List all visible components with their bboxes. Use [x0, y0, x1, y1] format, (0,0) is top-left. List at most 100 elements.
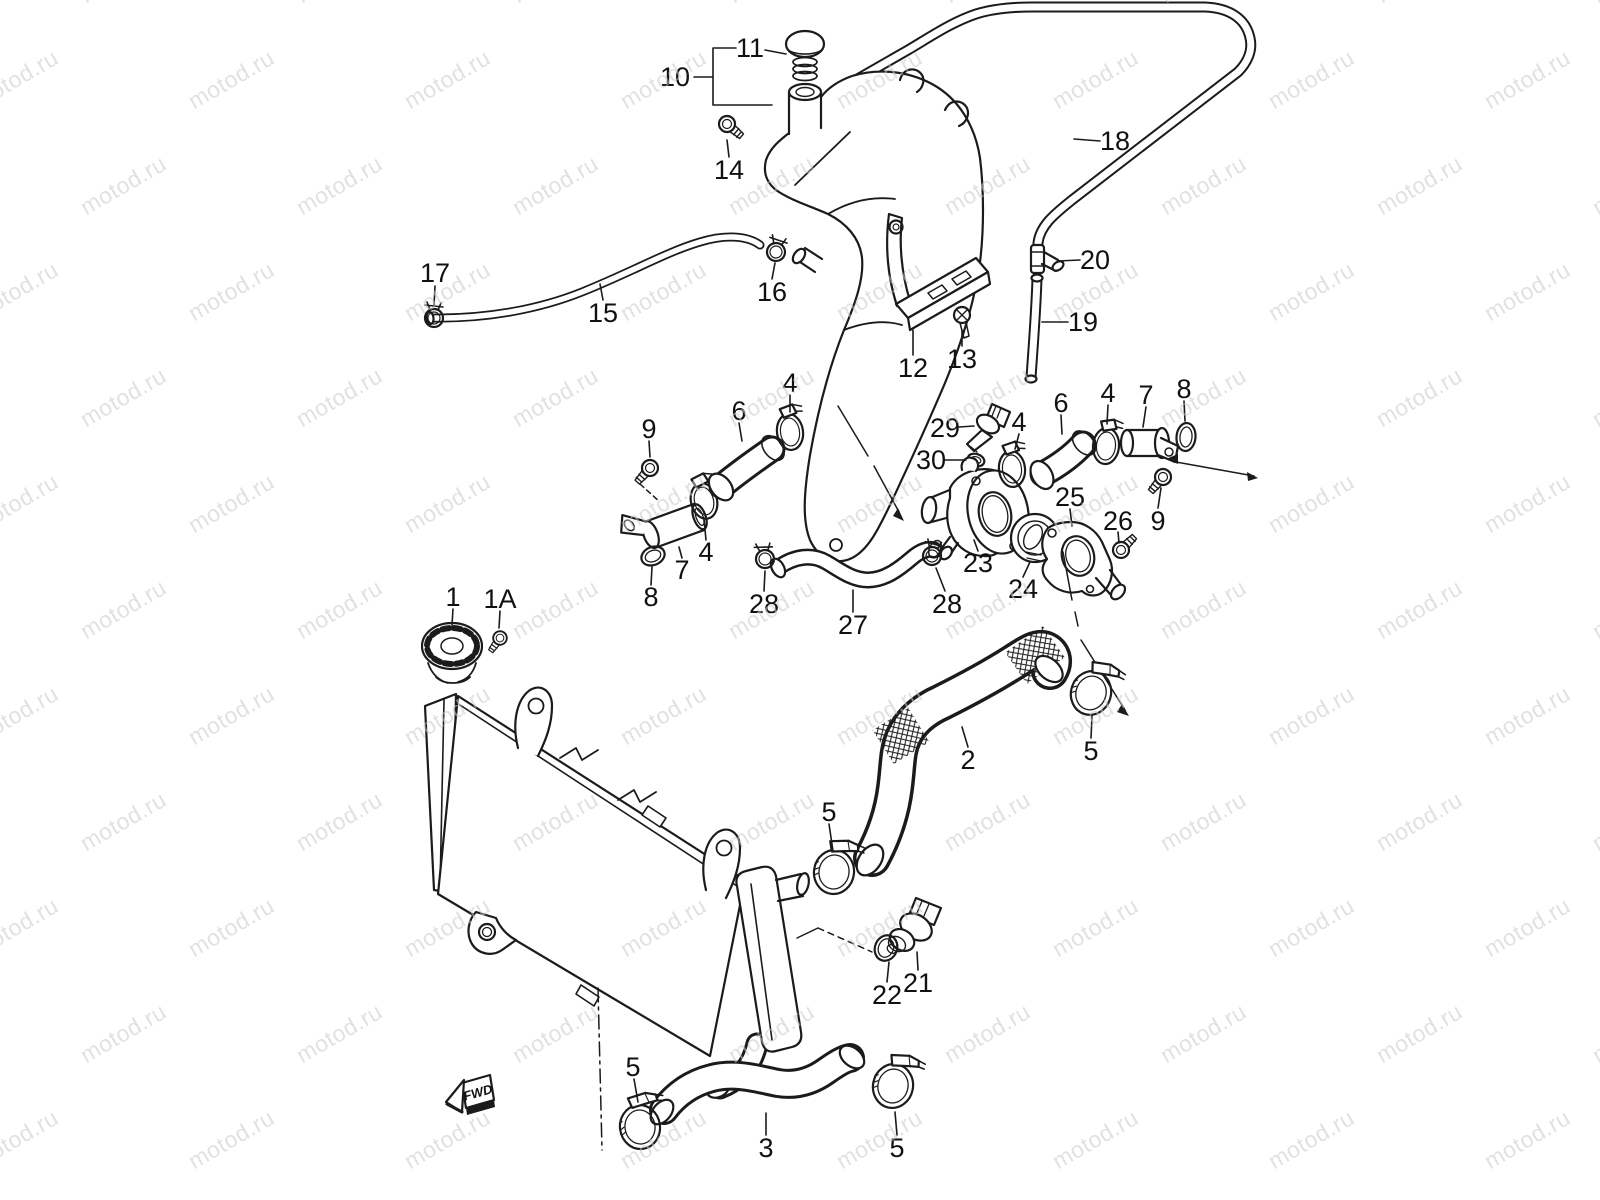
- callout-label: 10: [660, 62, 690, 92]
- callout-label: 8: [1176, 374, 1191, 404]
- callout-label: 7: [674, 555, 689, 585]
- leader-line: [1069, 508, 1073, 527]
- callout-label: 27: [838, 610, 868, 640]
- leader-line: [1090, 715, 1093, 739]
- callout-label: 17: [420, 258, 450, 288]
- part-8-oring-right: [1175, 421, 1197, 453]
- callout-label: 21: [903, 968, 933, 998]
- fwd-arrow: FWD: [444, 1073, 496, 1115]
- part-7-pipe-right: [1119, 426, 1180, 464]
- assembly-arrow-left: [893, 508, 904, 521]
- part-8-oring-left: [640, 545, 666, 567]
- callout-label: 5: [1083, 736, 1098, 766]
- part-5-clamp-hose2-top: [1064, 654, 1128, 724]
- leader-line: [958, 425, 975, 428]
- leader-line: [650, 566, 653, 586]
- part-1-radiator-cap: [420, 621, 484, 684]
- callout-label: 11: [736, 33, 764, 63]
- part-20-three-way-joint: [1029, 243, 1065, 275]
- callout-label: 26: [1103, 506, 1133, 536]
- part-5-clamp-hose3-right: [867, 1048, 928, 1115]
- leader-line: [935, 567, 946, 592]
- callout-label: 9: [641, 414, 656, 444]
- callout-label: 29: [930, 413, 960, 443]
- part-14-bolt: [714, 111, 748, 144]
- callout-label: 23: [963, 548, 993, 578]
- part-11-tank-cap: [784, 29, 826, 82]
- callout-label: 19: [1068, 307, 1098, 337]
- leader-line: [648, 440, 651, 458]
- leader-line: [886, 961, 890, 983]
- callout-label: 4: [1100, 378, 1115, 408]
- leader-line: [633, 1078, 639, 1103]
- part-2-hose: [853, 626, 1073, 877]
- leader-line: [451, 608, 454, 626]
- callout-label: 4: [782, 368, 797, 398]
- assembly-arrow-cap-25: [1117, 704, 1129, 716]
- leader-line: [973, 539, 979, 552]
- leader-line: [433, 285, 436, 307]
- callout-label: 22: [872, 980, 902, 1010]
- part-16-clamp: [764, 233, 790, 264]
- leader-line: [894, 1111, 898, 1136]
- callout-label: 4: [1011, 407, 1026, 437]
- callout-label: 2: [960, 745, 975, 775]
- callout-bracket-10: [693, 47, 773, 106]
- leader-line: [1022, 561, 1031, 578]
- leader-line: [916, 951, 919, 971]
- leader-line: [1142, 406, 1147, 428]
- part-10-filler-neck: [787, 82, 823, 136]
- callout-label: 1: [445, 582, 460, 612]
- leader-line: [678, 546, 683, 559]
- callout-label: 8: [643, 582, 658, 612]
- part-25-thermostat-cap: [1041, 520, 1127, 601]
- part-7-pipe-left: [620, 502, 708, 550]
- assembly-line-9-right: [1175, 461, 1255, 477]
- leader-line: [726, 139, 730, 158]
- leader-line: [1183, 400, 1186, 422]
- part-6-hose-left: [707, 434, 786, 502]
- leader-line: [599, 283, 604, 301]
- callout-label: 6: [1053, 388, 1068, 418]
- leader-line: [771, 262, 776, 280]
- callout-label: 5: [625, 1052, 640, 1082]
- assembly-arrow-9a: [1166, 454, 1178, 464]
- part-19-drain-hose: [1024, 272, 1044, 384]
- assembly-dash-9-left: [639, 483, 661, 503]
- leader-line: [961, 726, 969, 748]
- callout-label: 15: [588, 298, 618, 328]
- leader-line: [738, 422, 743, 442]
- callout-label: 14: [714, 155, 744, 185]
- callout-label: 12: [898, 353, 928, 383]
- leader-line: [828, 823, 834, 852]
- leader-line: [1117, 531, 1120, 544]
- callout-label: 7: [1138, 380, 1153, 410]
- leader-line: [763, 570, 766, 592]
- callout-label: 30: [916, 445, 946, 475]
- callout-label: 1A: [483, 584, 516, 614]
- leader-line: [1014, 433, 1020, 450]
- part-28-clamp-left: [752, 540, 777, 571]
- callout-label: 24: [1008, 574, 1038, 604]
- leader-line: [703, 518, 707, 541]
- callout-label: 28: [932, 589, 962, 619]
- assembly-line-left-group: [837, 405, 900, 513]
- part-9-bolt-right: [1143, 464, 1176, 498]
- callout-label: 5: [821, 797, 836, 827]
- callout-label: 9: [1150, 506, 1165, 536]
- callout-label: 28: [749, 589, 779, 619]
- callout-label: 5: [889, 1133, 904, 1163]
- assembly-arrow-9b: [1247, 472, 1258, 481]
- callout-label: 20: [1080, 245, 1110, 275]
- part-reservoir-tank: [763, 68, 985, 563]
- part-6-hose-right: [1029, 430, 1097, 491]
- leader-line: [1073, 138, 1101, 142]
- leader-line: [1060, 414, 1063, 435]
- part-9-bolt-left: [630, 455, 663, 489]
- callout-label: 18: [1100, 126, 1130, 156]
- leader-line: [1157, 487, 1162, 509]
- callout-label: 16: [757, 277, 787, 307]
- part-13-screw: [952, 305, 972, 339]
